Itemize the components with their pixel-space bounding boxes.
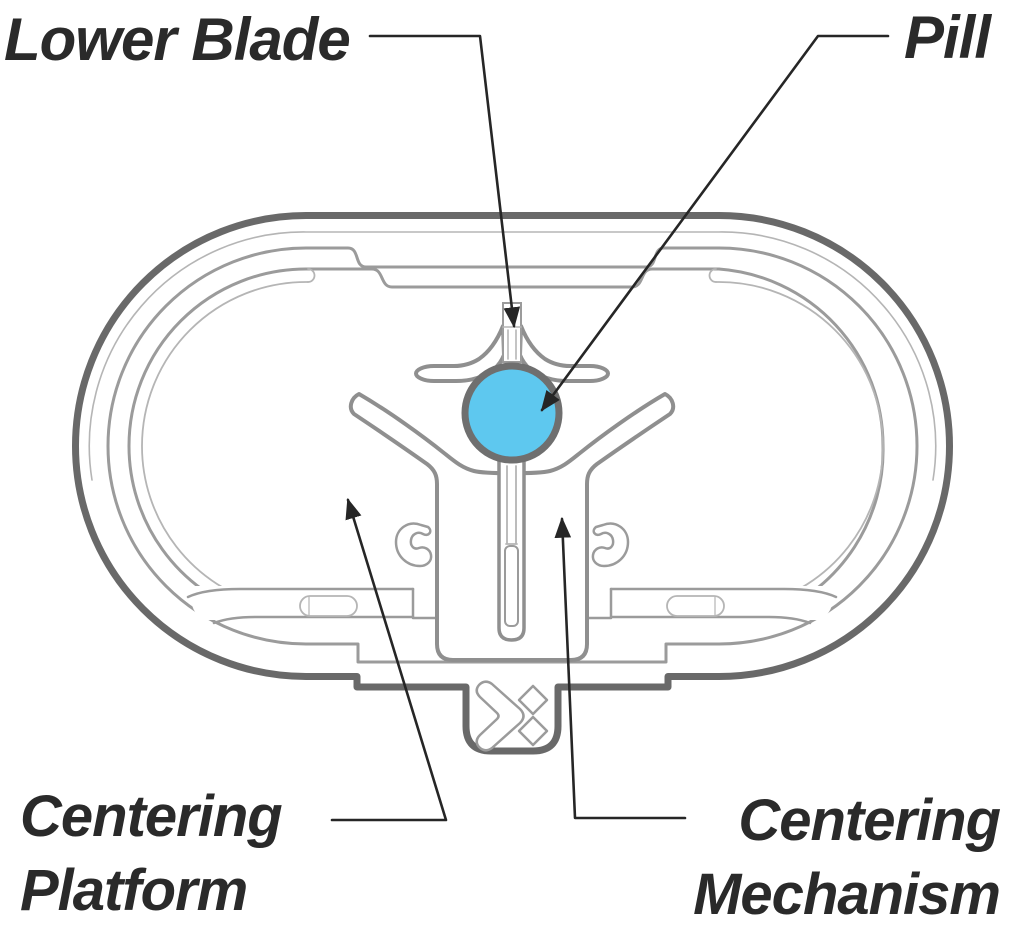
rail-slot-right [666, 595, 725, 617]
label-pill: Pill [903, 4, 991, 71]
x-logo-mark [475, 680, 549, 752]
label-lower-blade: Lower Blade [4, 6, 351, 73]
device-outer-outline [72, 212, 953, 755]
hook-left [394, 522, 433, 568]
leader-centering-mechanism [554, 516, 687, 820]
centering-platform-rail-left [186, 586, 439, 625]
label-centering-platform: Centering Platform [20, 784, 283, 924]
leader-pill [540, 34, 890, 412]
hook-right [591, 522, 630, 568]
blade-slot-lower [497, 453, 526, 642]
leader-centering-platform [330, 498, 448, 822]
centering-platform-rail-right [585, 586, 838, 625]
guide-track-right [708, 268, 884, 606]
blade-tip [504, 545, 519, 627]
label-centering-mechanism: Centering Mechanism [693, 788, 1001, 928]
lid-seam-line [88, 231, 937, 481]
leader-lower-blade [368, 34, 521, 329]
rail-slot-left [299, 595, 358, 617]
pill-circle [461, 362, 563, 464]
guide-track-left [141, 268, 316, 606]
